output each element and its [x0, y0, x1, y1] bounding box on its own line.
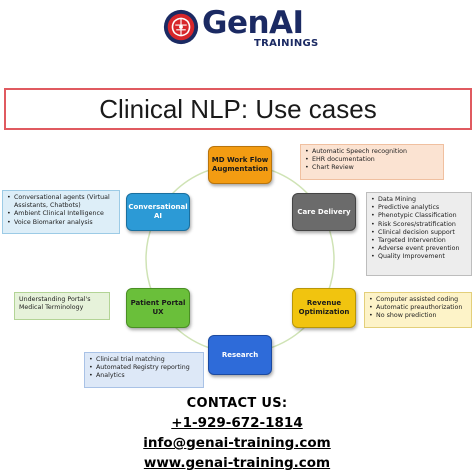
node-md-workflow: MD Work Flow Augmentation: [208, 146, 272, 184]
use-case-diagram: MD Work Flow Augmentation Care Delivery …: [0, 140, 474, 390]
info-research-item: Clinical trial matching: [89, 356, 199, 364]
info-conversational-item: Voice Biomarker analysis: [7, 219, 115, 227]
info-care-delivery-item: Quality Improvement: [371, 253, 467, 261]
info-conversational-item: Ambient Clinical Intelligence: [7, 210, 115, 218]
info-md-workflow-item: EHR documentation: [305, 156, 439, 164]
page-title: Clinical NLP: Use cases: [99, 94, 377, 124]
node-revenue-label: Revenue Optimization: [298, 299, 350, 316]
node-care-delivery-label: Care Delivery: [297, 207, 351, 216]
info-patient-portal-text: Understanding Portal's Medical Terminolo…: [19, 296, 91, 312]
node-conversational-label: Conversational AI: [128, 203, 188, 220]
info-conversational: Conversational agents (Virtual Assistant…: [2, 190, 120, 234]
info-research-item: Automated Registry reporting: [89, 364, 199, 372]
info-revenue-item: Computer assisted coding: [369, 296, 467, 304]
info-md-workflow: Automatic Speech recognition EHR documen…: [300, 144, 444, 180]
title-banner: Clinical NLP: Use cases: [4, 88, 472, 130]
info-care-delivery-item: Clinical decision support: [371, 229, 467, 237]
info-conversational-item: Conversational agents (Virtual Assistant…: [7, 194, 115, 210]
info-care-delivery-item: Phenotypic Classification: [371, 212, 467, 220]
info-care-delivery-item: Data Mining: [371, 196, 467, 204]
brand-sub: TRAININGS: [254, 38, 319, 49]
node-conversational: Conversational AI: [126, 193, 190, 231]
contact-phone-link[interactable]: +1-929-672-1814: [171, 415, 303, 431]
info-patient-portal: Understanding Portal's Medical Terminolo…: [14, 292, 110, 320]
contact-website-link[interactable]: www.genai-training.com: [143, 455, 331, 471]
contact-email-link[interactable]: info@genai-training.com: [143, 435, 331, 451]
info-revenue: Computer assisted coding Automatic preau…: [364, 292, 472, 328]
contact-section: CONTACT US: +1-929-672-1814 info@genai-t…: [0, 396, 474, 471]
info-care-delivery-item: Predictive analytics: [371, 204, 467, 212]
contact-heading: CONTACT US:: [186, 396, 288, 411]
info-care-delivery-item: Adverse event prevention: [371, 245, 467, 253]
info-md-workflow-item: Automatic Speech recognition: [305, 148, 439, 156]
genai-logo: GenAI TRAININGS: [162, 5, 322, 50]
node-patient-portal: Patient Portal UX: [126, 288, 190, 328]
info-revenue-item: No show prediction: [369, 312, 467, 320]
info-research: Clinical trial matching Automated Regist…: [84, 352, 204, 388]
node-patient-portal-label: Patient Portal UX: [130, 299, 186, 316]
info-care-delivery-item: Targeted Intervention: [371, 237, 467, 245]
node-care-delivery: Care Delivery: [292, 193, 356, 231]
info-md-workflow-item: Chart Review: [305, 164, 439, 172]
node-research: Research: [208, 335, 272, 375]
info-revenue-item: Automatic preauthorization: [369, 304, 467, 312]
info-research-item: Analytics: [89, 372, 199, 380]
info-care-delivery-item: Risk Scores/stratification: [371, 221, 467, 229]
brand-name: GenAI: [202, 5, 304, 41]
node-research-label: Research: [221, 350, 259, 359]
info-care-delivery: Data Mining Predictive analytics Phenoty…: [366, 192, 472, 276]
node-md-workflow-label: MD Work Flow Augmentation: [211, 156, 269, 173]
brain-chip-icon: [163, 9, 199, 45]
node-revenue: Revenue Optimization: [292, 288, 356, 328]
